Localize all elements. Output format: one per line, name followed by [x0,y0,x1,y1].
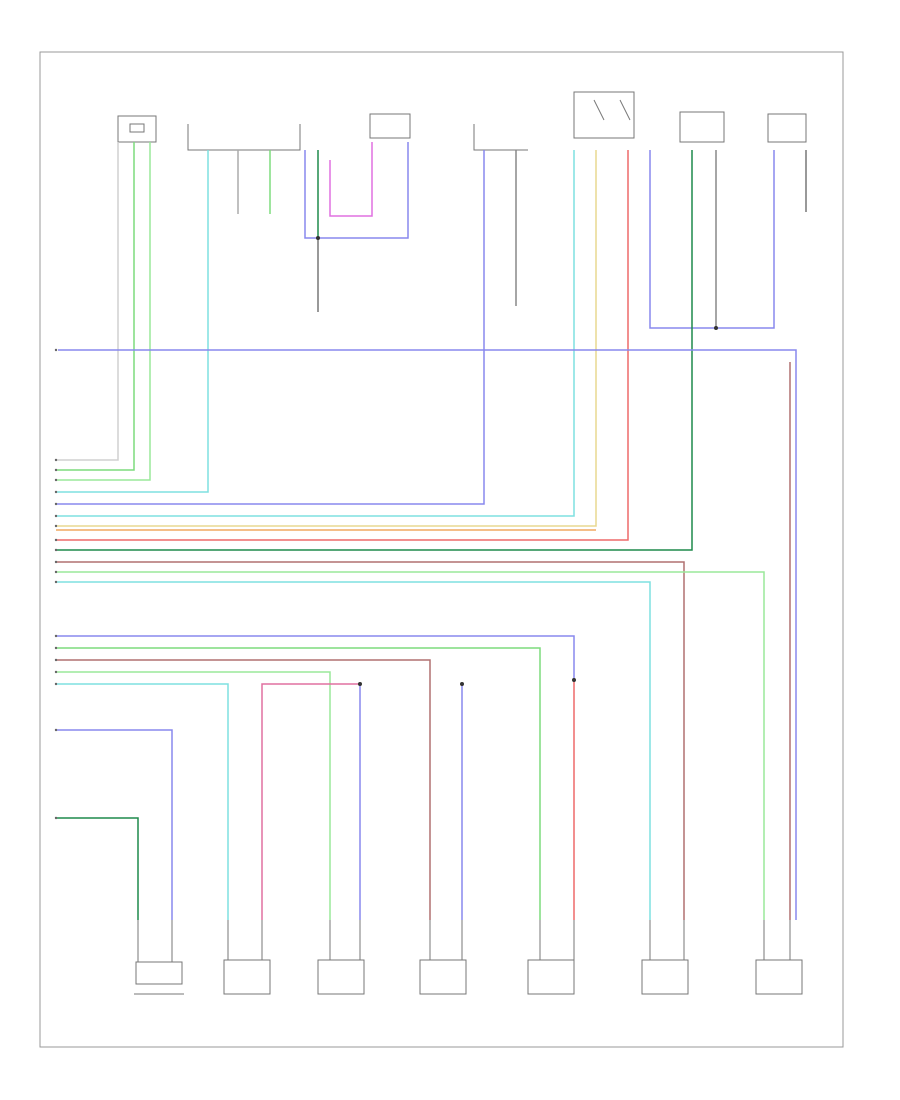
wire-c3-pink [329,142,373,217]
diagram-border [39,51,844,1048]
wire-low-green [56,647,541,920]
wire-c5-cyan [56,150,575,517]
connector-1-box [117,115,157,143]
wire-c1-lgreen [56,142,151,481]
bottom-connector-6 [641,959,689,995]
top-connectors [117,91,807,151]
bottom-connector-7 [755,959,803,995]
wire-c2-cyan [56,150,209,493]
bottom-connectors [134,959,803,995]
wire-bus-brown [56,561,685,920]
switch-contacts [593,99,631,121]
wire-c5-yellow [56,150,597,527]
wire-c6-dgreen [56,150,693,551]
bottom-connector-2 [223,959,271,995]
wire-low-pink [261,683,360,920]
wire-low-violet [56,635,575,680]
top-wires [56,142,807,551]
wire-low-brown [56,659,431,920]
connector-3-box [369,113,411,139]
bottom-drops [137,920,791,962]
bottom-connector-3 [317,959,365,995]
wire-low-lgreen [56,671,331,920]
wire-bus-lgreen [56,571,765,920]
connector-6-box [679,111,725,143]
connector-7-box [767,113,807,143]
wire-c3-a [304,142,409,239]
wire-c4-violet [56,150,485,505]
connector-5-box [573,91,635,139]
wire-c1-green [56,142,135,471]
wire-low-cyan [56,683,229,920]
connector-4-bracket [473,124,528,151]
wire-c5-red [56,150,629,541]
left-lower-wires [56,729,173,920]
connector-2-bracket [187,124,301,151]
wire-left-dgreen [56,817,139,920]
lower-bus [56,635,575,920]
bottom-connector-5 [527,959,575,995]
bottom-connector-1 [135,961,183,985]
wire-violet-bus [58,349,797,920]
wire-left-violet [56,729,173,920]
wire-c6-violet [649,150,775,329]
connector-1-pin [129,123,145,133]
wire-c1-white [56,142,119,461]
bottom-connector-4 [419,959,467,995]
splice-dots [316,236,718,686]
mid-bus [56,561,765,920]
bus-origin-dots [54,348,58,820]
wire-bus-cyan [56,581,651,920]
